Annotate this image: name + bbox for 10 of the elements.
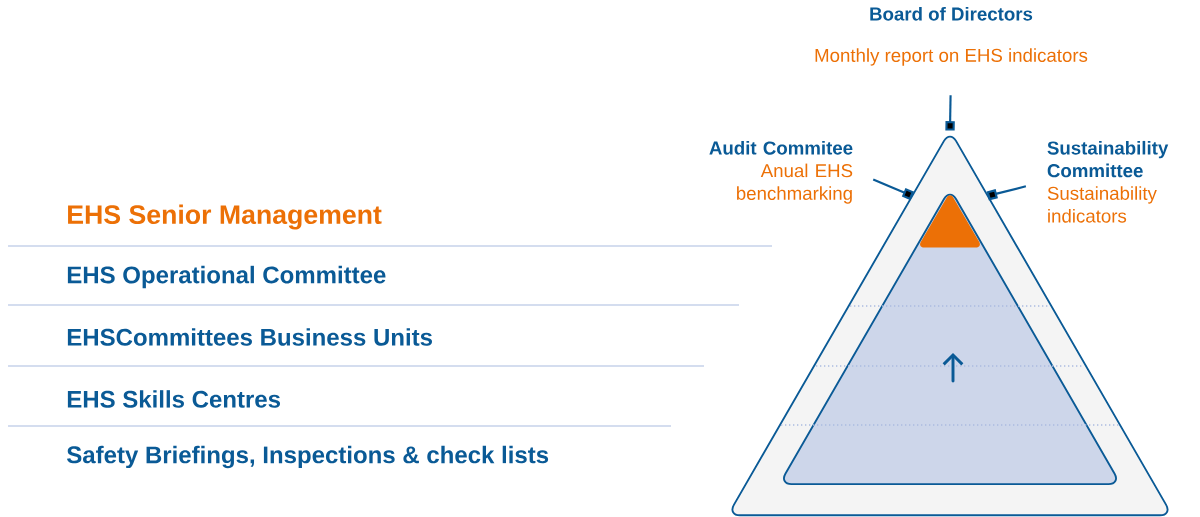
committee-label: Board of Directors Monthly report on EHS indicators [815, 6, 1088, 66]
committee-label: Audit Commitee Anual EHS benchmarking [709, 140, 853, 204]
level-label: EHS Operational Committee [67, 265, 386, 289]
level-label: EHS Skills Centres [67, 390, 280, 408]
connector-line [986, 185, 1027, 201]
committee-label: Sustainability Committee Sustainability indicators [1047, 140, 1169, 223]
level-label: Safety Briefings, Inspections & check lists [66, 445, 549, 469]
level-label: EHS Senior Management [68, 204, 382, 230]
connector-line [945, 95, 955, 131]
level-label: EHSCommittees Business Units [67, 328, 432, 346]
